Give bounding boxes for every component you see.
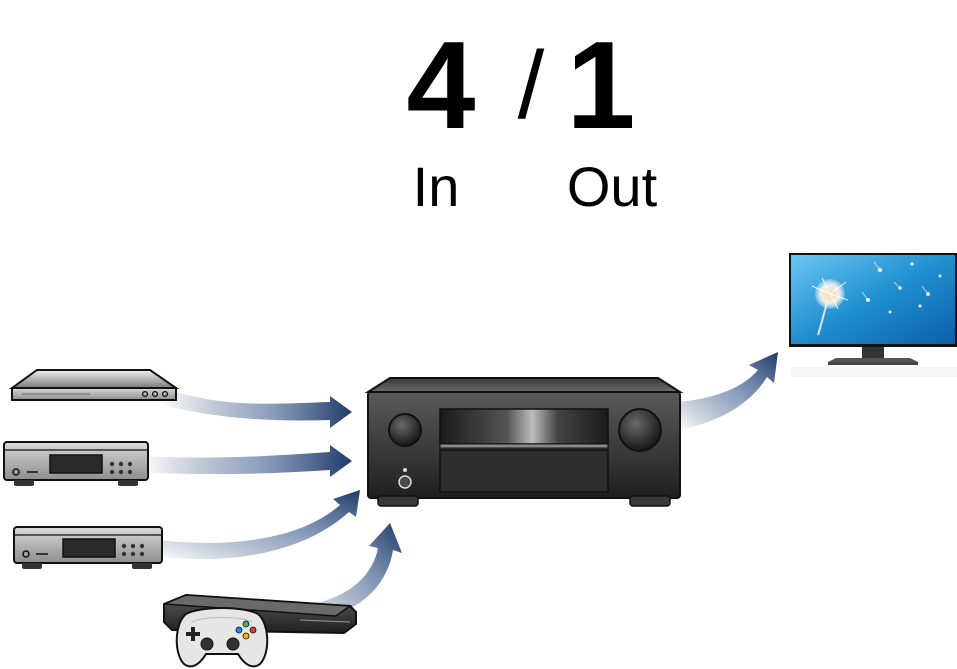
arrow-source-1	[160, 388, 352, 428]
game-console-icon	[163, 593, 357, 668]
arrow-source-2	[140, 445, 352, 477]
outputs-label: Out	[567, 155, 658, 218]
blu-ray-player-icon	[8, 369, 180, 401]
separator: /	[518, 32, 545, 139]
arrow-output	[678, 352, 778, 430]
arrow-source-3	[155, 490, 360, 560]
inputs-count: 4	[407, 17, 476, 155]
cd-player-icon	[3, 441, 149, 486]
television-icon	[789, 253, 957, 377]
outputs-count: 1	[567, 17, 636, 155]
inputs-label: In	[413, 155, 460, 218]
av-receiver-icon	[364, 377, 684, 507]
header: 4 / 1 In Out	[407, 17, 658, 218]
media-player-icon	[13, 526, 163, 569]
